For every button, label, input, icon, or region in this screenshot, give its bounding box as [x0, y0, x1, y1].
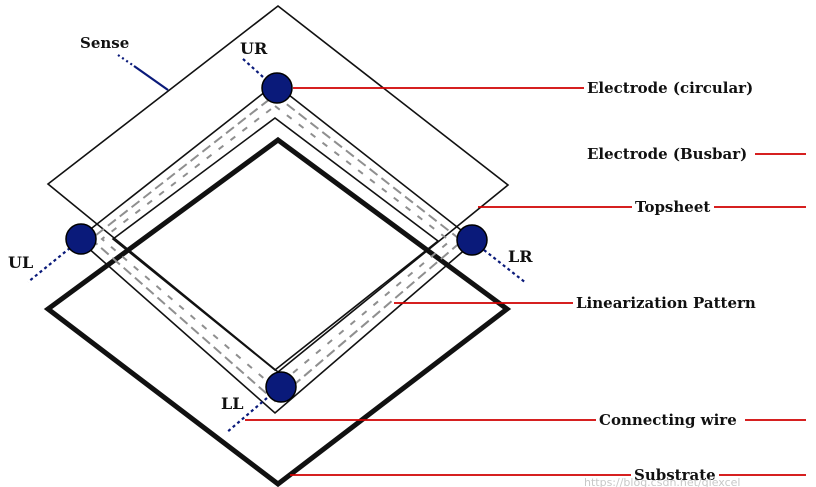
callout-lines	[245, 87, 806, 476]
electrodes	[65, 72, 488, 403]
electrode-ul	[65, 223, 97, 255]
wire-ul	[27, 247, 71, 283]
frame-outer-border	[76, 82, 477, 415]
label-electrode-circular: Electrode (circular)	[587, 79, 753, 97]
sense-wire-dotted	[117, 54, 135, 67]
watermark: https://blog.csdn.net/qlexcel	[584, 476, 740, 487]
label-ul: UL	[8, 253, 33, 272]
sense-wire-solid	[133, 65, 169, 91]
label-substrate: Substrate	[634, 466, 716, 484]
label-electrode-busbar: Electrode (Busbar)	[587, 145, 747, 163]
label-ur: UR	[240, 39, 268, 58]
label-ll: LL	[221, 394, 244, 413]
wire-ur	[241, 57, 264, 78]
electrode-lr	[456, 224, 488, 256]
label-topsheet: Topsheet	[635, 198, 710, 216]
electrode-ur	[261, 72, 293, 104]
substrate-outline	[43, 136, 512, 487]
topsheet-outline	[46, 4, 510, 374]
label-lr: LR	[508, 247, 533, 266]
label-connecting-wire: Connecting wire	[599, 411, 737, 429]
wire-ll	[225, 397, 268, 434]
electrode-ll	[265, 371, 297, 403]
connecting-wires	[27, 54, 527, 434]
wire-lr	[483, 249, 527, 284]
label-sense: Sense	[80, 34, 129, 52]
pattern-track-inner	[100, 104, 452, 390]
frame-inner-border	[111, 116, 440, 372]
label-linearization-pattern: Linearization Pattern	[576, 294, 756, 312]
